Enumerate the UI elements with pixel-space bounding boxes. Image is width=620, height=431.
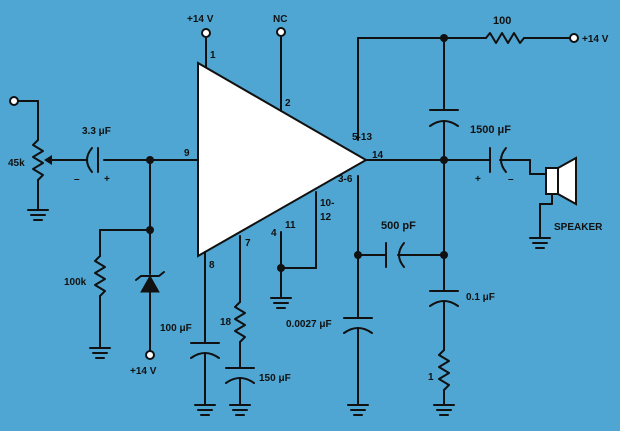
- resistor-100k-label: 100k: [64, 277, 87, 288]
- capacitor-150uf-label: 150 μF: [259, 373, 291, 384]
- pin-14-label: 14: [372, 150, 384, 161]
- pin-9-label: 9: [184, 148, 190, 159]
- capacitor-3-3uf: [86, 147, 93, 173]
- supply-terminal-bottom: [145, 350, 155, 360]
- speaker-icon: [545, 167, 559, 195]
- pin-4-label: 4: [271, 228, 277, 239]
- capacitor-100uf-label: 100 μF: [160, 323, 192, 334]
- pin-7-label: 7: [245, 238, 251, 249]
- supply-bottom-label: +14 V: [130, 366, 157, 377]
- pin-3-6-label: 3-6: [338, 174, 353, 185]
- speaker-label: SPEAKER: [554, 222, 603, 233]
- capacitor-0-0027uf-label: 0.0027 μF: [286, 319, 332, 330]
- resistor-18: [234, 301, 246, 343]
- capacitor-3-3uf-label: 3.3 μF: [82, 126, 111, 137]
- capacitor-0-1uf-label: 0.1 μF: [466, 292, 495, 303]
- supply-terminal-top: [201, 28, 211, 38]
- c1500-minus: –: [508, 174, 514, 185]
- pin-1-label: 1: [210, 50, 216, 61]
- zener-diode: [140, 274, 160, 293]
- nc-label: NC: [273, 14, 287, 25]
- supply-terminal-right: [569, 33, 579, 43]
- resistor-100-label: 100: [493, 15, 511, 27]
- pin-11-label: 11: [285, 220, 296, 231]
- c3-plus: +: [104, 174, 110, 185]
- capacitor-500pf-label: 500 pF: [381, 220, 416, 232]
- capacitor-1500uf-label: 1500 μF: [470, 124, 511, 136]
- pin-10-label: 10-: [320, 198, 334, 209]
- nc-terminal: [276, 27, 286, 37]
- pot-45k-label: 45k: [8, 158, 25, 169]
- supply-top-label: +14 V: [187, 14, 214, 25]
- potentiometer-45k: [32, 139, 44, 181]
- resistor-1-label: 1: [428, 372, 434, 383]
- input-terminal: [9, 96, 19, 106]
- resistor-100: [485, 32, 525, 44]
- pin-8-label: 8: [209, 260, 215, 271]
- pin-12-label: 12: [320, 212, 332, 223]
- pin-2-label: 2: [285, 98, 291, 109]
- resistor-18-label: 18: [220, 317, 232, 328]
- resistor-1: [438, 349, 450, 391]
- c3-minus: –: [74, 174, 80, 185]
- c1500-plus: +: [475, 174, 481, 185]
- supply-right-label: +14 V: [582, 34, 609, 45]
- resistor-100k: [94, 255, 106, 297]
- pin-5-13-label: 5-13: [352, 132, 372, 143]
